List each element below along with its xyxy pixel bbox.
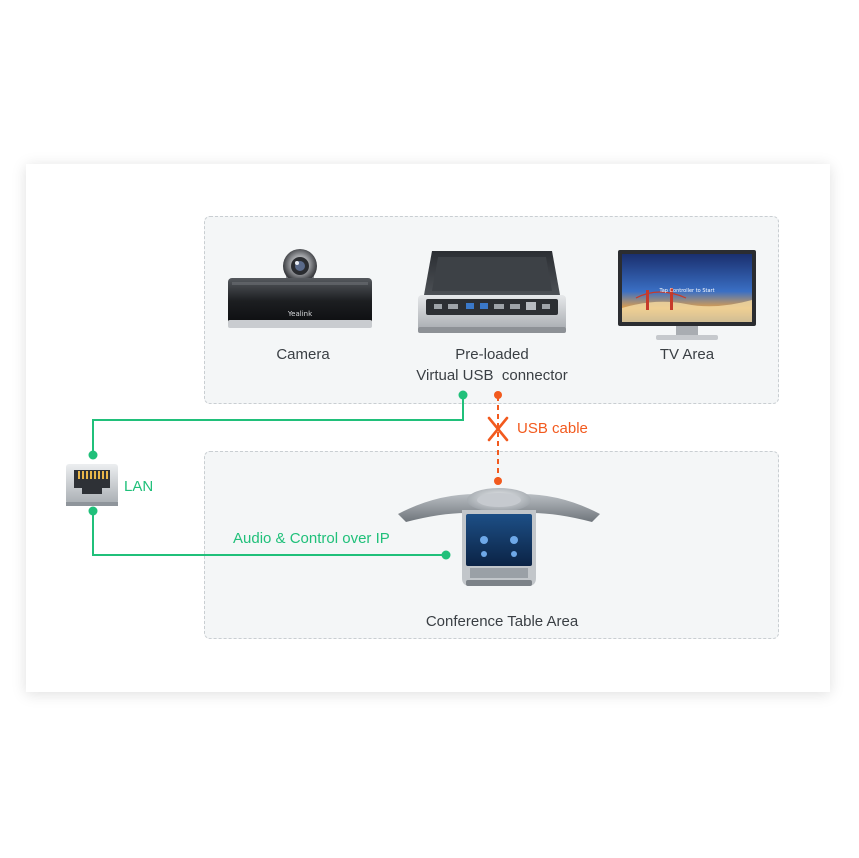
hub-port-dot bbox=[458, 390, 468, 400]
tv-screen-text: Tap Controller to Start bbox=[658, 288, 714, 294]
lan-bottom-dot bbox=[88, 506, 98, 516]
hub-label-line2: Virtual USB connector bbox=[416, 367, 568, 384]
conference-table-label: Conference Table Area bbox=[425, 613, 579, 630]
camera-brand-text: Yealink bbox=[287, 310, 313, 318]
tv-monitor-icon: Tap Controller to Start bbox=[618, 250, 756, 340]
lan-top-dot bbox=[88, 450, 98, 460]
camera-label: Camera bbox=[276, 346, 330, 363]
audio-control-label: Audio & Control over IP bbox=[233, 530, 390, 547]
rj45-port-icon bbox=[66, 464, 118, 506]
usb-cable-label: USB cable bbox=[517, 420, 588, 437]
tv-area-label: TV Area bbox=[659, 346, 715, 363]
usb-top-dot bbox=[494, 391, 502, 399]
usb-cross-icon bbox=[487, 416, 509, 442]
hub-label-line1: Pre-loaded bbox=[455, 346, 529, 363]
phone-port-dot bbox=[441, 550, 451, 560]
lan-label: LAN bbox=[124, 478, 154, 495]
camera-bar-icon: Yealink bbox=[228, 249, 372, 328]
usb-bottom-dot bbox=[494, 477, 502, 485]
conference-phone-icon bbox=[398, 488, 600, 586]
lan-to-hub-line bbox=[92, 398, 464, 452]
usb-dock-icon bbox=[418, 251, 566, 333]
hub-label: Pre-loaded Virtual USB connector bbox=[392, 344, 592, 386]
lan-to-phone-line bbox=[92, 514, 443, 556]
